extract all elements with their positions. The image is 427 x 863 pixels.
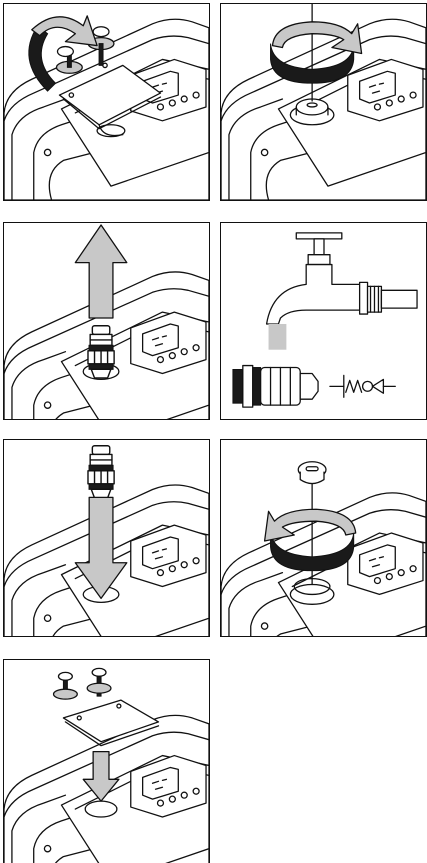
valve-cartridge — [88, 326, 114, 378]
step-panel-7 — [3, 659, 210, 863]
tap-icon — [267, 233, 417, 350]
insert-valve-illustration — [4, 440, 209, 636]
refit-cover-and-screws-illustration — [4, 660, 209, 863]
step-panel-6 — [220, 439, 427, 637]
remove-cover-screws-illustration — [4, 4, 209, 200]
cap — [298, 462, 326, 484]
pull-out-valve-illustration — [4, 223, 209, 419]
step-panel-1 — [3, 3, 210, 201]
check-valve-symbol-icon — [330, 375, 395, 397]
screw-left — [54, 672, 78, 699]
step-panel-5 — [3, 439, 210, 637]
screw-cap-back-illustration — [221, 440, 426, 636]
rinse-valve-illustration — [221, 223, 426, 419]
screw-right — [87, 668, 111, 696]
step-panel-3 — [3, 222, 210, 420]
step-panel-4 — [220, 222, 427, 420]
valve-cartridge-side-view — [233, 366, 318, 408]
step-panel-2 — [220, 3, 427, 201]
unscrew-cap-illustration — [221, 4, 426, 200]
valve-cartridge — [88, 446, 114, 498]
